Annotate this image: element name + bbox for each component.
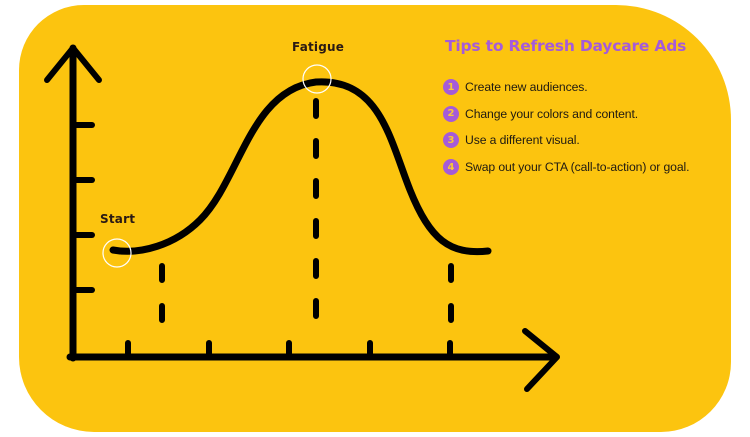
fatigue-curve bbox=[109, 78, 492, 256]
peak-marker-circle bbox=[302, 64, 332, 94]
tip-item: 1 Create new audiences. bbox=[443, 79, 689, 95]
tips-title: Tips to Refresh Daycare Ads bbox=[445, 37, 687, 55]
tip-text: Change your colors and content. bbox=[465, 106, 639, 121]
tip-number-badge: 1 bbox=[443, 79, 459, 95]
tip-number-badge: 4 bbox=[443, 159, 459, 176]
tip-number-badge: 3 bbox=[443, 132, 459, 149]
tips-list: 1 Create new audiences. 2 Change your co… bbox=[443, 79, 690, 186]
tip-item: 2 Change your colors and content. bbox=[443, 105, 689, 122]
start-marker-circle bbox=[102, 238, 132, 268]
tip-text: Swap out your CTA (call-to-action) or go… bbox=[465, 160, 690, 175]
y-axis-arrowhead bbox=[44, 45, 102, 83]
tip-text: Use a different visual. bbox=[465, 133, 580, 148]
tip-number-badge: 2 bbox=[443, 105, 459, 122]
yellow-background-card bbox=[19, 5, 731, 432]
tip-item: 3 Use a different visual. bbox=[443, 132, 689, 149]
tip-item: 4 Swap out your CTA (call-to-action) or … bbox=[443, 159, 690, 176]
y-axis-ticks bbox=[72, 122, 95, 293]
tip-text: Create new audiences. bbox=[465, 80, 588, 94]
x-axis-ticks bbox=[125, 340, 453, 357]
x-axis-arrowhead bbox=[522, 328, 560, 392]
fatigue-label: Fatigue bbox=[292, 40, 345, 54]
start-label: Start bbox=[100, 212, 136, 226]
